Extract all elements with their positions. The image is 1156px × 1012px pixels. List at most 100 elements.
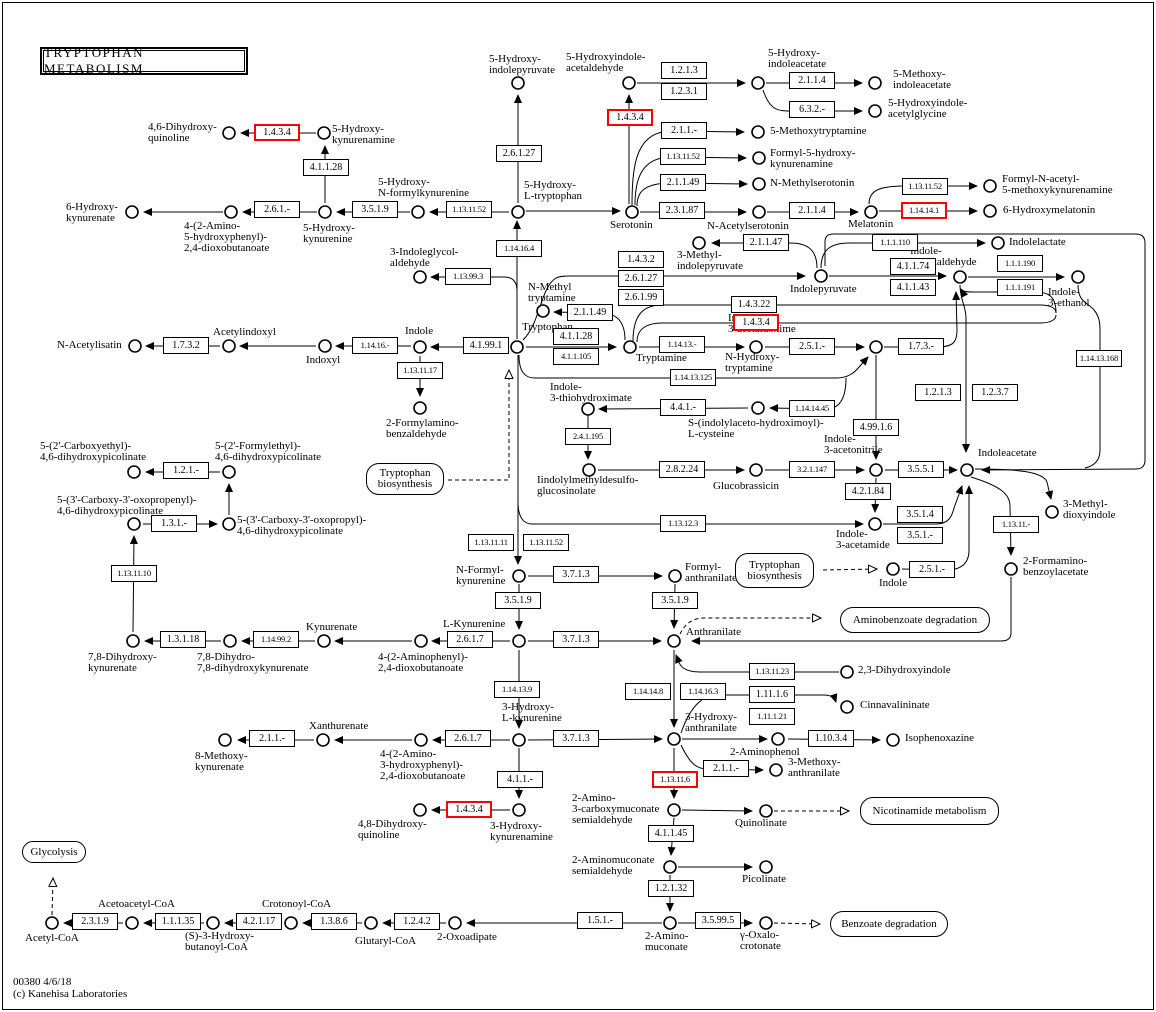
pathway-link[interactable]: Benzoate degradation [830, 911, 948, 937]
enzyme-box[interactable]: 2.1.1.- [703, 760, 749, 777]
compound-6-hydroxymelatonin[interactable]: 6-hydroxymelatonin [983, 204, 997, 218]
enzyme-box[interactable]: 1.10.3.4 [808, 730, 854, 747]
enzyme-box[interactable]: 2.1.1.- [661, 122, 707, 139]
enzyme-box[interactable]: 1.2.3.1 [661, 83, 707, 100]
compound-indole-3-ethanol[interactable]: indole-3-ethanol [1071, 270, 1085, 284]
enzyme-box[interactable]: 1.4.3.4 [446, 801, 492, 818]
compound-5-hydroxyindole-acetylglycine[interactable]: 5-hydroxyindole-acetylglycine [868, 104, 882, 118]
enzyme-box[interactable]: 1.4.3.2 [618, 251, 664, 268]
compound-indole-3-acetaldoxime[interactable]: indole-3-acetaldoxime [869, 340, 883, 354]
compound-indolepyruvate[interactable]: indolepyruvate [814, 269, 828, 283]
compound-2-oxoadipate[interactable]: 2-oxoadipate [448, 916, 462, 930]
compound-indole-3-acetaldehyde[interactable]: indole-3-acetaldehyde [953, 270, 967, 284]
compound-tryptophan[interactable]: tryptophan [510, 340, 524, 354]
enzyme-box[interactable]: 3.7.1.3 [553, 730, 599, 747]
compound-4-2-amino-5-hydroxyphenyl-2-4-dioxobutanoate[interactable]: 4-2-amino-5-hydroxyphenyl-2-4-dioxobutan… [224, 205, 238, 219]
compound-acetyl-coa[interactable]: acetyl-coa [45, 916, 59, 930]
enzyme-box[interactable]: 1.14.16.4 [496, 240, 542, 257]
compound-3-hydroxykynurenamine[interactable]: 3-hydroxykynurenamine [512, 803, 526, 817]
enzyme-box[interactable]: 4.1.1.105 [553, 348, 599, 365]
enzyme-box[interactable]: 4.99.1.6 [853, 419, 899, 436]
enzyme-box[interactable]: 2.1.1.4 [789, 202, 835, 219]
enzyme-box[interactable]: 6.3.2.- [789, 101, 835, 118]
enzyme-box[interactable]: 1.1.1.190 [997, 255, 1043, 272]
enzyme-box[interactable]: 1.4.3.4 [607, 109, 653, 126]
enzyme-box[interactable]: 1.14.16.- [352, 337, 398, 354]
enzyme-box[interactable]: 1.3.1.18 [160, 631, 206, 648]
enzyme-box[interactable]: 1.14.16.3 [680, 683, 726, 700]
enzyme-box[interactable]: 1.14.14.1 [901, 202, 947, 219]
compound-gamma-oxalocrotonate[interactable]: gamma-oxalocrotonate [759, 916, 773, 930]
enzyme-box[interactable]: 3.7.1.3 [553, 631, 599, 648]
compound-3-indoleglycol-aldehyde[interactable]: 3-indoleglycol-aldehyde [413, 270, 427, 284]
enzyme-box[interactable]: 1.13.11.52 [660, 148, 706, 165]
compound-indole-link[interactable]: indole-link [886, 562, 900, 576]
compound-n-methyltryptamine[interactable]: n-methyltryptamine [536, 304, 550, 318]
enzyme-box[interactable]: 4.1.1.28 [303, 159, 349, 176]
enzyme-box[interactable]: 3.5.99.5 [695, 912, 741, 929]
compound-indole[interactable]: indole [413, 340, 427, 354]
enzyme-box[interactable]: 1.5.1.- [577, 912, 623, 929]
compound-serotonin[interactable]: serotonin [625, 205, 639, 219]
compound-acetylindoxyl[interactable]: acetylindoxyl [222, 339, 236, 353]
enzyme-box[interactable]: 2.6.1.- [254, 201, 300, 218]
enzyme-box[interactable]: 1.14.14.8 [625, 683, 671, 700]
compound-indole-3-acetonitrile[interactable]: indole-3-acetonitrile [869, 463, 883, 477]
compound-kynurenate[interactable]: kynurenate [317, 634, 331, 648]
enzyme-box[interactable]: 2.6.1.27 [496, 145, 542, 162]
compound-3-hydroxyanthranilate[interactable]: 3-hydroxyanthranilate [667, 732, 681, 746]
compound-4-6-dihydroxyquinoline[interactable]: 4-6-dihydroxyquinoline [222, 126, 236, 140]
compound-n-formylkynurenine[interactable]: n-formylkynurenine [512, 569, 526, 583]
compound-5-3-carboxy-3-oxopropenyl-4-6-dihydroxypicolinate[interactable]: 5-3-carboxy-3-oxopropenyl-4-6-dihydroxyp… [127, 517, 141, 531]
enzyme-box[interactable]: 3.5.1.- [897, 527, 943, 544]
compound-indoleacetate[interactable]: indoleacetate [960, 463, 974, 477]
enzyme-box[interactable]: 3.7.1.3 [553, 566, 599, 583]
enzyme-box[interactable]: 1.14.13.168 [1076, 350, 1122, 367]
enzyme-box[interactable]: 2.4.1.195 [565, 428, 611, 445]
enzyme-box[interactable]: 1.2.1.3 [915, 384, 961, 401]
compound-2-formaminobenzoylacetate[interactable]: 2-formaminobenzoylacetate [1004, 562, 1018, 576]
enzyme-box[interactable]: 1.13.11.- [993, 516, 1039, 533]
compound-n-hydroxytryptamine[interactable]: n-hydroxytryptamine [749, 340, 763, 354]
enzyme-box[interactable]: 2.3.1.9 [72, 913, 118, 930]
compound-s-indolylaceto-hydroximoyl-l-cysteine[interactable]: s-indolylaceto-hydroximoyl-l-cysteine [751, 401, 765, 415]
compound-indole-3-thiohydroximate[interactable]: indole-3-thiohydroximate [581, 402, 595, 416]
enzyme-box[interactable]: 2.8.2.24 [659, 461, 705, 478]
enzyme-box[interactable]: 1.11.1.21 [749, 708, 795, 725]
compound-5-hydroxyindole-acetaldehyde[interactable]: 5-hydroxyindole-acetaldehyde [622, 76, 636, 90]
enzyme-box[interactable]: 1.7.3.2 [163, 337, 209, 354]
compound-melatonin[interactable]: melatonin [864, 205, 878, 219]
enzyme-box[interactable]: 1.13.11.17 [397, 362, 443, 379]
compound-formyl-5-hydroxykynurenamine[interactable]: formyl-5-hydroxykynurenamine [752, 151, 766, 165]
enzyme-box[interactable]: 4.1.1.74 [890, 258, 936, 275]
pathway-link[interactable]: Aminobenzoate degradation [840, 607, 990, 633]
enzyme-box[interactable]: 1.7.3.- [898, 338, 944, 355]
compound-crotonoyl-coa[interactable]: crotonoyl-coa [284, 916, 298, 930]
enzyme-box[interactable]: 2.1.1.49 [567, 304, 613, 321]
enzyme-box[interactable]: 1.13.12.3 [660, 515, 706, 532]
enzyme-box[interactable]: 1.14.14.45 [789, 400, 835, 417]
compound-isophenoxazine[interactable]: isophenoxazine [886, 733, 900, 747]
compound-8-methoxykynurenate[interactable]: 8-methoxykynurenate [218, 733, 232, 747]
enzyme-box[interactable]: 1.1.1.110 [872, 234, 918, 251]
enzyme-box[interactable]: 4.2.1.84 [845, 483, 891, 500]
compound-tryptamine[interactable]: tryptamine [623, 340, 637, 354]
compound-formylanthranilate[interactable]: formylanthranilate [668, 569, 682, 583]
enzyme-box[interactable]: 2.1.1.47 [743, 234, 789, 251]
enzyme-box[interactable]: 1.1.1.35 [155, 913, 201, 930]
enzyme-box[interactable]: 1.13.11.52 [902, 178, 948, 195]
compound-7-8-dihydroxykynurenate[interactable]: 7-8-dihydroxykynurenate [126, 634, 140, 648]
enzyme-box[interactable]: 3.5.1.9 [652, 592, 698, 609]
compound-2-aminophenol[interactable]: 2-aminophenol [771, 732, 785, 746]
enzyme-box[interactable]: 1.2.1.3 [661, 62, 707, 79]
enzyme-box[interactable]: 4.4.1.- [660, 399, 706, 416]
compound-3-hydroxy-l-kynurenine[interactable]: 3-hydroxy-l-kynurenine [512, 733, 526, 747]
enzyme-box[interactable]: 2.6.1.99 [618, 289, 664, 306]
compound-n-acetylserotonin[interactable]: n-acetylserotonin [752, 205, 766, 219]
compound-5-hydroxyindolepyruvate[interactable]: 5-hydroxyindolepyruvate [511, 76, 525, 90]
pathway-link[interactable]: Nicotinamide metabolism [860, 797, 999, 825]
enzyme-box[interactable]: 3.5.1.9 [495, 592, 541, 609]
compound-5-hydroxyindoleacetate[interactable]: 5-hydroxyindoleacetate [751, 76, 765, 90]
enzyme-box[interactable]: 1.3.8.6 [311, 913, 357, 930]
